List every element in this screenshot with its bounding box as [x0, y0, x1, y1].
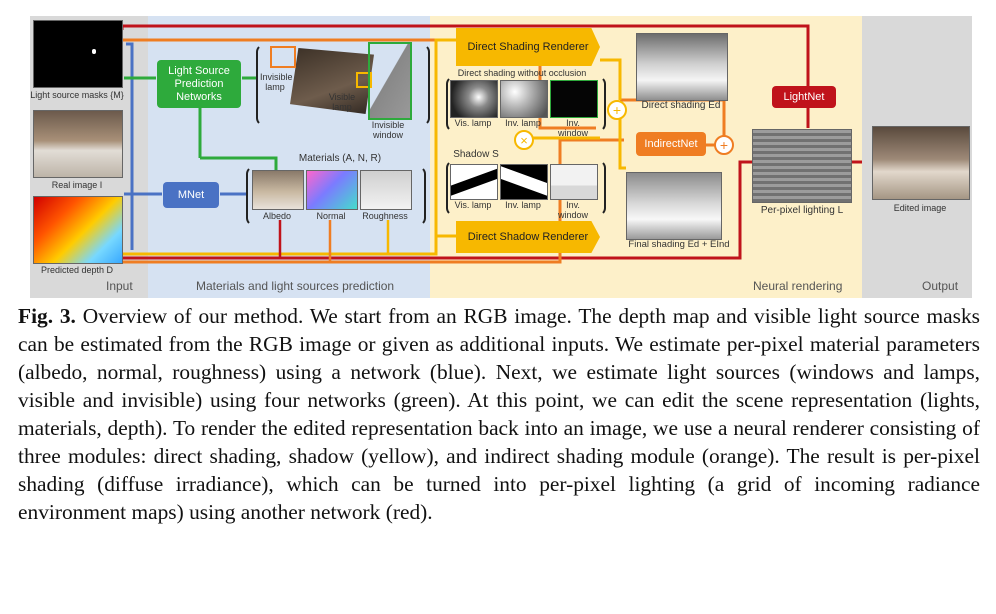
- real-image-label: Real image I: [51, 180, 103, 190]
- shadow-vis-lamp-thumb: [450, 164, 498, 200]
- figure-caption: Fig. 3. Overview of our method. We start…: [18, 302, 980, 526]
- roughness-thumbnail: [360, 170, 412, 210]
- invisible-lamp-marker: [270, 46, 296, 68]
- direct-shading-title: Direct shading without occlusion: [457, 68, 587, 78]
- depth-thumbnail: [33, 196, 123, 264]
- section-label-neural: Neural rendering: [753, 279, 843, 293]
- shadow-bracket: [446, 160, 606, 216]
- direct-inv-lamp-label: Inv. lamp: [505, 118, 541, 128]
- add-node: [714, 135, 734, 155]
- orange-connector: [122, 138, 624, 264]
- final-shading-label: Final shading Ed + EInd: [628, 239, 730, 250]
- direct-shading-renderer: Direct Shading Renderer: [456, 28, 600, 66]
- shadow-inv-window-label: Inv. window: [557, 200, 588, 220]
- add-node: [607, 100, 627, 120]
- section-label-materials: Materials and light sources prediction: [196, 279, 395, 293]
- svg-text:+: +: [613, 102, 621, 118]
- edited-image-thumb: [872, 126, 970, 200]
- blue-connector: [126, 42, 134, 250]
- light-source-prediction-networks: Light Source Prediction Networks: [157, 60, 241, 108]
- light-mask-thumbnail: [33, 20, 123, 88]
- materials-title: Materials (A, N, R): [298, 153, 382, 164]
- svg-text:×: ×: [520, 133, 528, 148]
- direct-vis-lamp-thumb: [450, 80, 498, 118]
- section-label-input: Input: [106, 279, 133, 293]
- invisible-lamp-label: Invisible lamp: [260, 72, 293, 92]
- per-pixel-lighting-label: Per-pixel lighting L: [760, 205, 844, 216]
- direct-shading-bracket: [446, 76, 606, 132]
- caption-label: Fig. 3.: [18, 304, 76, 328]
- shadow-title: Shadow S: [453, 149, 499, 160]
- invisible-window-marker: [368, 42, 412, 120]
- per-pixel-lighting-thumb: [752, 129, 852, 203]
- direct-vis-lamp-label: Vis. lamp: [454, 118, 492, 128]
- direct-shading-result-thumb: [636, 33, 728, 101]
- visible-lamp-label: Visible lamp: [328, 92, 356, 112]
- lightnet-module: LightNet: [772, 86, 836, 108]
- direct-inv-window-thumb: [550, 80, 598, 118]
- mnet-module: MNet: [163, 182, 219, 208]
- direct-shadow-renderer: Direct Shadow Renderer: [456, 221, 600, 253]
- shadow-inv-lamp-label: Inv. lamp: [505, 200, 541, 210]
- edited-image-label: Edited image: [893, 203, 947, 213]
- invisible-window-label: Invisible window: [371, 120, 405, 140]
- shadow-inv-window-thumb: [550, 164, 598, 200]
- indirectnet-module: IndirectNet: [636, 132, 706, 156]
- materials-bracket: [246, 166, 426, 226]
- method-overview-figure: Input Materials and light sources predic…: [0, 0, 996, 300]
- roughness-label: Roughness: [362, 211, 408, 221]
- multiply-node: [514, 130, 534, 150]
- shadow-vis-lamp-label: Vis. lamp: [454, 200, 492, 210]
- albedo-thumbnail: [252, 170, 304, 210]
- yellow-connector: [618, 118, 626, 170]
- shadow-inv-lamp-thumb: [500, 164, 548, 200]
- albedo-label: Albedo: [262, 211, 292, 221]
- light-sources-bracket: [256, 44, 430, 126]
- direct-inv-lamp-thumb: [500, 80, 548, 118]
- final-shading-thumb: [626, 172, 722, 240]
- caption-text: Overview of our method. We start from an…: [18, 304, 980, 524]
- direct-inv-window-label: Inv. window: [557, 118, 588, 138]
- svg-text:+: +: [720, 137, 728, 153]
- yellow-connector: [600, 58, 622, 100]
- section-label-output: Output: [922, 279, 959, 293]
- light-mask-label: Light source masks {M}: [30, 90, 124, 100]
- direct-shading-result-label: Direct shading Ed: [641, 100, 721, 111]
- normal-label: Normal: [316, 211, 346, 221]
- green-connector: [200, 156, 278, 170]
- depth-label: Predicted depth D: [40, 265, 114, 275]
- normal-thumbnail: [306, 170, 358, 210]
- light-sources-render: [290, 48, 374, 114]
- real-image-thumbnail: [33, 110, 123, 178]
